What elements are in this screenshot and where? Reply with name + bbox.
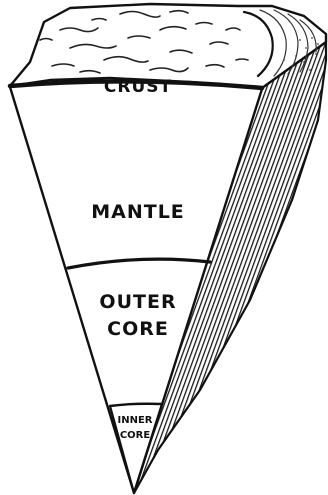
water-dots: [283, 37, 319, 71]
outer-inner-core-boundary: [108, 402, 164, 408]
terrain-texture: [39, 9, 249, 74]
mantle-label: MANTLE: [91, 201, 185, 223]
crust-label: CRUST: [104, 77, 172, 97]
coastline-water: [242, 9, 317, 78]
mantle-outer-core-boundary: [66, 257, 212, 270]
outer-core-label-line1: OUTER: [99, 291, 176, 313]
outer-core-label-line2: CORE: [107, 318, 169, 340]
wedge-front-face: [8, 81, 264, 495]
wedge-side-face: [132, 40, 328, 495]
inner-core-label-line1: INNER: [118, 415, 153, 426]
inner-core-label-line2: CORE: [120, 430, 151, 441]
crust-top-surface: [8, 2, 328, 90]
inner-core-edge: [108, 403, 164, 495]
